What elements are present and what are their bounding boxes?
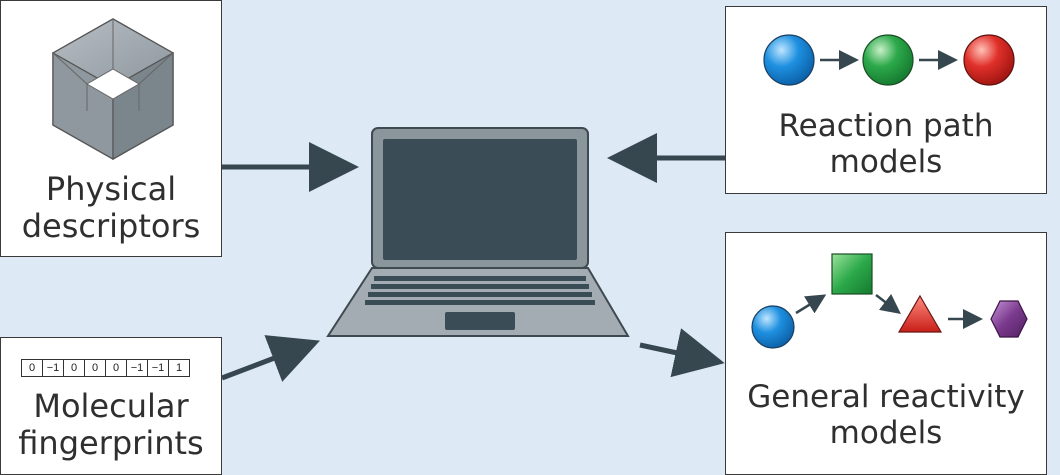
green-sphere-icon xyxy=(862,34,914,86)
red-triangle-icon xyxy=(897,294,943,333)
purple-hexagon-icon xyxy=(990,300,1028,338)
laptop-screen xyxy=(383,139,577,260)
cube-icon xyxy=(51,18,175,161)
general-reactivity-models-box: General reactivity models xyxy=(725,232,1047,475)
reaction-path-icons xyxy=(763,34,1015,86)
arrow-laptop-to-general xyxy=(639,328,725,378)
fingerprint-cell: 1 xyxy=(175,362,183,374)
red-sphere-icon xyxy=(963,34,1015,86)
laptop-touchpad xyxy=(445,312,515,330)
blue-sphere-icon xyxy=(763,34,815,86)
reaction-label-line1: Reaction path xyxy=(778,108,994,144)
arrow-square-to-triangle xyxy=(875,293,901,315)
general-label-line2: models xyxy=(829,414,943,451)
fingerprint-cell: 0 xyxy=(64,360,85,376)
fingerprint-cell: −1 xyxy=(127,360,148,376)
blue-sphere-icon xyxy=(751,305,795,349)
fingerprint-cell: −1 xyxy=(148,360,169,376)
molecular-label-line2: fingerprints xyxy=(18,423,204,462)
fingerprint-cell: 0 xyxy=(22,360,43,376)
molecular-label-line1: Molecular xyxy=(33,387,189,425)
general-label-line1: General reactivity xyxy=(747,379,1025,415)
laptop-icon xyxy=(326,127,630,337)
physical-descriptors-label: Physical descriptors xyxy=(1,171,221,245)
general-reactivity-icons xyxy=(751,253,1028,349)
laptop-keyboard xyxy=(365,276,595,305)
physical-label-line2: descriptors xyxy=(21,206,201,245)
reaction-label-line2: models xyxy=(829,143,943,180)
laptop-base xyxy=(326,267,630,337)
reaction-path-label: Reaction path models xyxy=(726,108,1046,180)
reaction-path-models-box: Reaction path models xyxy=(725,6,1047,194)
arrow-sphere-to-square xyxy=(795,294,827,315)
fingerprint-vector: 0 −1 0 0 0 −1 −1 1 xyxy=(21,359,190,377)
arrow-molecular-to-laptop xyxy=(221,335,321,382)
molecular-fingerprints-label: Molecular fingerprints xyxy=(1,388,221,462)
physical-descriptors-box: Physical descriptors xyxy=(0,0,222,257)
fingerprint-cell: −1 xyxy=(43,360,64,376)
laptop-lid xyxy=(371,127,589,269)
molecular-fingerprints-box: 0 −1 0 0 0 −1 −1 1 Molecular fingerprint… xyxy=(0,337,222,475)
fingerprint-cell: 0 xyxy=(106,360,127,376)
general-reactivity-label: General reactivity models xyxy=(726,379,1046,451)
physical-label-line1: Physical xyxy=(45,170,177,208)
fingerprint-cell: 0 xyxy=(85,360,106,376)
green-square-icon xyxy=(831,253,873,295)
